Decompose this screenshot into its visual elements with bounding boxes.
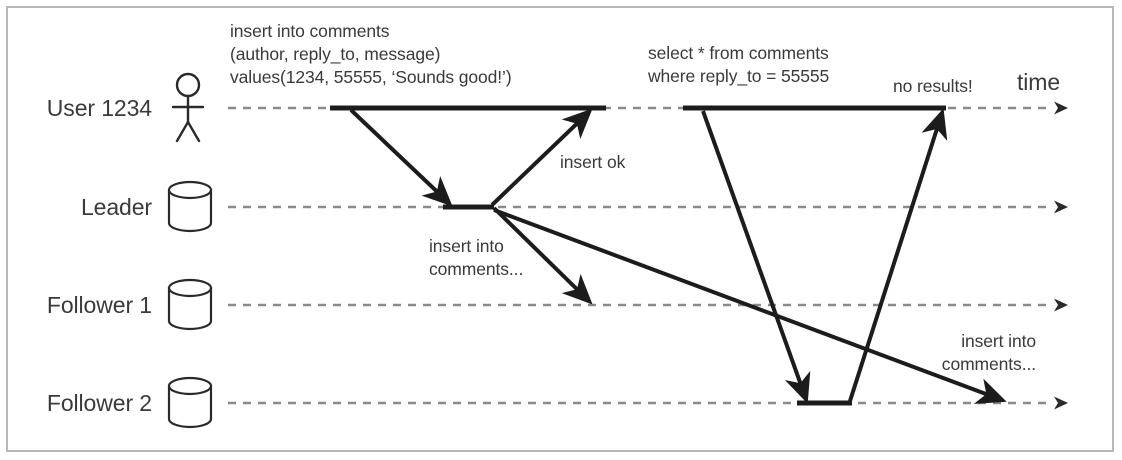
- actor-leg-right-icon: [186, 120, 201, 143]
- participant-label-user: User 1234: [46, 95, 152, 121]
- lifelines-group: [228, 106, 1046, 405]
- message-replicate-to-follower1: [492, 206, 593, 305]
- participant-label-follower2: Follower 2: [46, 390, 152, 416]
- message-insert-to-leader: [349, 108, 453, 207]
- message-replicate-to-follower2: [493, 208, 1007, 404]
- actor-leg-left-icon: [175, 120, 190, 143]
- participant-label-leader: Leader: [80, 194, 152, 220]
- actor-head-icon: [175, 72, 201, 98]
- message-no-results-to-user: [848, 108, 948, 402]
- lifeline-end-arrow-user: [1054, 101, 1068, 115]
- note-insert-ok: insert ok: [560, 152, 626, 172]
- message-select-to-follower2: [701, 110, 811, 404]
- messages-group: [349, 108, 1007, 404]
- lifeline-end-arrow-follower2: [1054, 396, 1068, 410]
- actor-stick-figure-icon: [171, 72, 205, 143]
- database-cylinder-icon-follower2: [167, 376, 213, 429]
- note-insert-query: insert into comments (author, reply_to, …: [230, 21, 512, 87]
- time-axis-label: time: [1017, 69, 1061, 95]
- participant-label-follower1: Follower 1: [46, 292, 152, 318]
- note-no-results: no results!: [893, 76, 973, 96]
- lifeline-end-arrow-follower1: [1054, 298, 1068, 312]
- lifeline-end-arrow-leader: [1054, 200, 1068, 214]
- note-replicate-follower2: insert into comments...: [941, 331, 1036, 374]
- message-insert-ok-to-user: [490, 108, 593, 207]
- activation-bars-group: [330, 105, 946, 406]
- note-select-query: select * from comments where reply_to = …: [648, 43, 830, 86]
- database-cylinder-icon-follower1: [167, 278, 213, 331]
- note-replicate-follower1: insert into comments...: [429, 236, 524, 279]
- lifeline-end-arrows-group: [1054, 101, 1068, 410]
- database-cylinder-icon-leader: [167, 180, 213, 233]
